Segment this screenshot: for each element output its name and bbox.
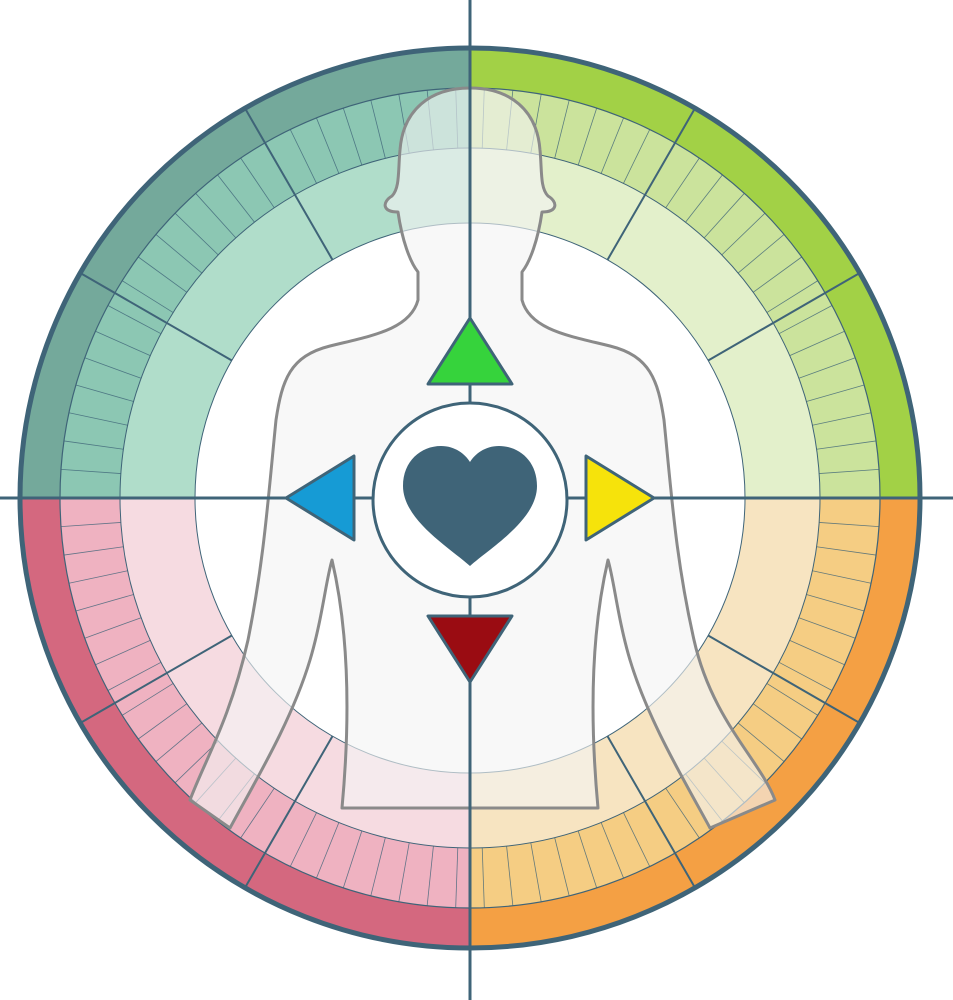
tick-line: [600, 822, 624, 879]
heart-icon[interactable]: [403, 446, 537, 566]
outer-band-top-right: [470, 48, 920, 498]
tick-line: [155, 722, 203, 762]
tick-line: [68, 570, 128, 584]
tick-line: [778, 661, 833, 691]
tick-line: [84, 617, 142, 639]
tick-line: [240, 157, 275, 209]
triangle-up-icon[interactable]: [426, 316, 514, 386]
tick-line: [316, 822, 340, 879]
inner-ring-top-left: [120, 148, 470, 498]
tick-line: [766, 683, 818, 716]
tick-line: [370, 100, 386, 159]
tick-line: [812, 412, 872, 426]
tick-line: [506, 846, 514, 906]
outer-band-top-left: [20, 48, 470, 498]
tick-line: [816, 546, 877, 556]
tick-line: [819, 469, 880, 474]
tick-line: [665, 787, 700, 839]
tick-line: [342, 107, 363, 166]
tick-line: [107, 661, 162, 691]
outer-band-bottom-right: [470, 498, 920, 948]
tick-line: [816, 440, 877, 450]
tick-line: [60, 469, 121, 474]
triangle-down-icon[interactable]: [426, 614, 514, 684]
tick-line: [623, 129, 651, 184]
tick-line: [798, 357, 856, 379]
sector-divider: [79, 634, 233, 724]
tick-line: [623, 812, 651, 867]
tick-line: [398, 842, 410, 902]
sector-divider: [244, 735, 334, 889]
tick-line: [342, 830, 363, 889]
tick-line: [665, 157, 700, 209]
tick-line: [426, 846, 434, 906]
tick-line: [316, 117, 340, 174]
tick-line: [107, 305, 162, 335]
sector-divider: [79, 272, 233, 362]
tick-line: [60, 522, 121, 527]
sector-divider: [244, 107, 334, 261]
tick-line: [75, 594, 134, 612]
tick-line: [806, 594, 865, 612]
tick-line: [798, 617, 856, 639]
tick-line: [95, 330, 151, 357]
tick-line: [138, 703, 188, 740]
tick-line: [737, 234, 785, 274]
triangle-right-icon[interactable]: [584, 454, 656, 542]
tick-line: [737, 722, 785, 762]
outer-band-bottom-left: [20, 498, 470, 948]
tick-line: [806, 384, 865, 402]
sector-divider: [707, 272, 861, 362]
tick-line: [577, 830, 598, 889]
tick-line: [370, 837, 386, 896]
tick-line: [752, 703, 802, 740]
tick-line: [122, 280, 174, 313]
tick-line: [685, 174, 723, 223]
tick-line: [63, 440, 124, 450]
tick-line: [703, 193, 745, 239]
tick-line: [68, 412, 128, 426]
tick-line: [481, 847, 485, 908]
tick-line: [778, 305, 833, 335]
tick-line: [721, 212, 766, 256]
sector-divider: [606, 735, 696, 889]
tick-line: [63, 546, 124, 556]
tick-line: [289, 812, 317, 867]
tick-line: [84, 357, 142, 379]
tick-line: [289, 129, 317, 184]
tick-line: [789, 639, 845, 666]
tick-line: [554, 100, 570, 159]
sector-divider: [606, 107, 696, 261]
tick-line: [812, 570, 872, 584]
tick-line: [155, 234, 203, 274]
tick-line: [138, 256, 188, 293]
triangle-left-icon[interactable]: [284, 454, 356, 542]
tick-line: [752, 256, 802, 293]
tick-line: [95, 639, 151, 666]
tick-line: [600, 117, 624, 174]
tick-line: [789, 330, 845, 357]
sector-divider: [707, 634, 861, 724]
tick-line: [819, 522, 880, 527]
tick-line: [530, 842, 542, 902]
tick-line: [766, 280, 818, 313]
inner-ring-top-right: [470, 148, 820, 498]
tick-line: [75, 384, 134, 402]
tick-line: [217, 174, 255, 223]
tick-line: [455, 847, 459, 908]
tick-line: [122, 683, 174, 716]
tick-line: [195, 193, 237, 239]
tick-line: [554, 837, 570, 896]
tick-line: [240, 787, 275, 839]
tick-line: [174, 212, 219, 256]
tick-line: [577, 107, 598, 166]
